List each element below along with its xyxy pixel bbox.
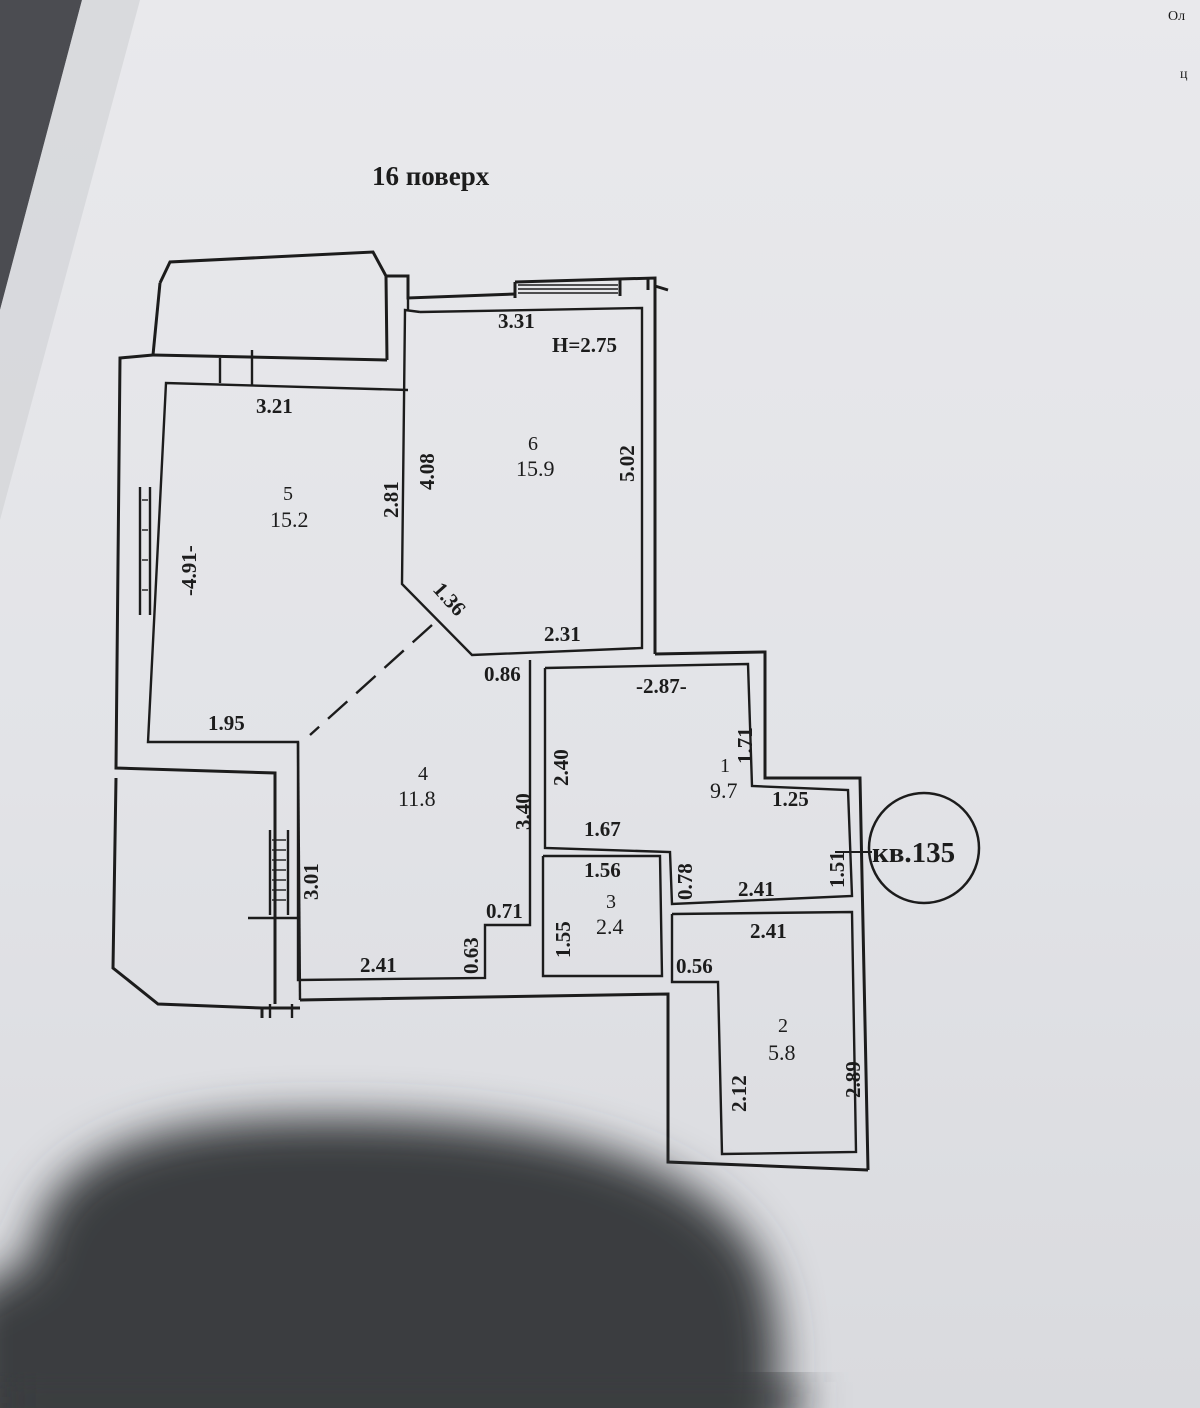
room-area: 5.8 (768, 1040, 796, 1065)
dimension-label: 1.67 (584, 817, 621, 841)
dimension-label: 1.56 (584, 858, 621, 882)
dimension-label: 1.51 (825, 851, 849, 888)
dimension-label: 2.89 (841, 1061, 865, 1098)
dimension-labels: 3.31 3.21 4.08 5.02 2.81 -4.91- 1.36 2.3… (177, 309, 865, 1112)
balcony-upper-outline (158, 250, 389, 361)
ceiling-height: H=2.75 (552, 333, 617, 357)
balcony-lower-outline (111, 777, 263, 1010)
paper-edge-shade (0, 0, 140, 520)
dimension-label: 2.41 (750, 919, 787, 943)
dimension-label: 0.71 (486, 899, 523, 923)
room-2-outline (670, 910, 858, 1156)
room-number: 3 (606, 891, 616, 913)
outer-wall-left (152, 353, 388, 362)
apartment-badge-circle (867, 791, 981, 905)
dimension-label: 1.25 (772, 787, 809, 811)
dimension-label: 3.01 (299, 863, 323, 900)
dimension-label: 1.55 (551, 921, 575, 958)
room-number: 2 (778, 1015, 788, 1037)
room-outlines (138, 298, 858, 1156)
room-number: 1 (720, 755, 730, 777)
dimension-label: 3.21 (256, 394, 293, 418)
dimension-label: 0.78 (673, 863, 697, 900)
dimension-label: -4.91- (177, 545, 201, 596)
corner-text-1: Ол (1168, 9, 1185, 24)
room-number: 4 (418, 763, 428, 785)
dimension-label: 2.12 (727, 1075, 751, 1112)
room-area: 11.8 (398, 786, 436, 811)
dimension-label: 4.08 (415, 453, 439, 490)
dimension-label: 0.63 (459, 937, 483, 974)
room-1-outline (543, 662, 854, 906)
apartment-label: кв.135 (872, 837, 955, 869)
camera-shadow-base (0, 1380, 800, 1408)
room-6-outline (400, 306, 644, 657)
dimension-label: 3.31 (498, 309, 535, 333)
corner-text-2: ц (1180, 67, 1188, 82)
dimension-label: 1.95 (208, 711, 245, 735)
camera-shadow (0, 1117, 779, 1408)
dimension-label: 1.36 (428, 577, 470, 620)
room-area: 9.7 (710, 778, 738, 803)
dimension-label: 2.31 (544, 622, 581, 646)
room-5-outline (146, 381, 532, 982)
dimension-label: 0.56 (676, 954, 713, 978)
dimension-label: 2.41 (738, 877, 775, 901)
room-area: 2.4 (596, 914, 624, 939)
room-area: 15.9 (516, 456, 555, 481)
room-3-outline (541, 854, 664, 978)
dimension-label: 5.02 (615, 445, 639, 482)
dimension-label: 2.81 (379, 481, 403, 518)
window-hatching (142, 284, 618, 901)
room-labels: 1 9.7 2 5.8 3 2.4 4 11.8 5 15.2 6 15.9 (270, 433, 796, 1065)
room-area: 15.2 (270, 507, 309, 532)
dimension-label: 0.86 (484, 662, 521, 686)
dimension-label: -2.87- (636, 674, 687, 698)
dimension-label: 1.71 (733, 727, 757, 764)
room-number: 5 (283, 483, 293, 505)
floor-title: 16 поверх (372, 161, 490, 191)
dimension-label: 2.40 (549, 749, 573, 786)
dimension-label: 3.40 (511, 793, 535, 830)
room-number: 6 (528, 433, 538, 455)
dimension-label: 2.41 (360, 953, 397, 977)
